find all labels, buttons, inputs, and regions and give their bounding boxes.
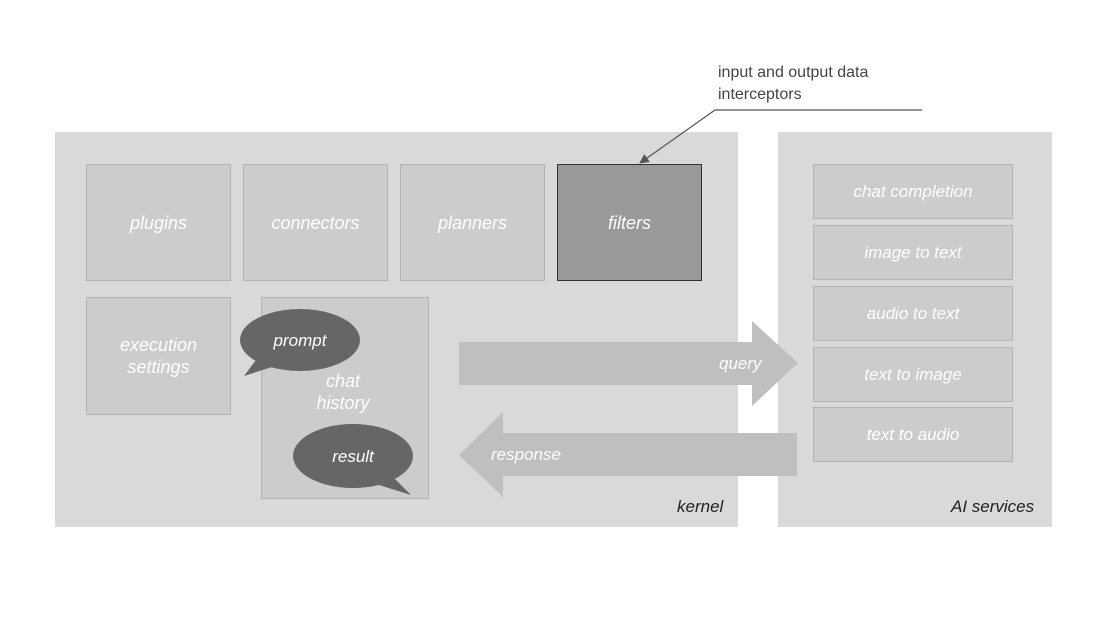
prompt-bubble [240,309,360,376]
execution-settings-label-1: execution [119,335,198,355]
annotation-line-2: interceptors [718,86,802,103]
kernel-label: kernel [677,497,724,516]
service-image-to-text: image to text [813,225,1013,280]
annotation-line-1: input and output data [718,64,869,81]
filters-box: filters [557,164,702,281]
service-label: image to text [864,242,962,262]
service-text-to-audio: text to audio [813,407,1013,462]
execution-settings-box: execution settings [86,297,231,415]
response-arrow [459,412,797,497]
query-arrow [459,321,798,406]
annotation-text: input and output data interceptors [718,62,868,106]
chat-history-label-2: history [316,393,370,413]
filters-label: filters [607,212,651,233]
plugins-box: plugins [86,164,231,281]
service-label: text to image [864,364,962,384]
annotation-leader-line [639,109,922,164]
response-label: response [491,445,561,464]
result-bubble-label: result [332,447,374,466]
query-label: query [719,354,762,373]
prompt-bubble-label: prompt [273,331,327,350]
result-bubble [293,424,413,495]
service-label: audio to text [866,303,960,323]
chat-history-label-1: chat [325,371,361,391]
planners-label: planners [437,212,508,233]
execution-settings-label-2: settings [127,357,190,377]
ai-services-label: AI services [951,497,1035,516]
service-text-to-image: text to image [813,347,1013,402]
connectors-label: connectors [271,212,360,233]
service-chat-completion: chat completion [813,164,1013,219]
service-audio-to-text: audio to text [813,286,1013,341]
service-label: text to audio [866,424,960,444]
service-label: chat completion [853,181,973,201]
planners-box: planners [400,164,545,281]
connectors-box: connectors [243,164,388,281]
plugins-label: plugins [129,212,188,233]
